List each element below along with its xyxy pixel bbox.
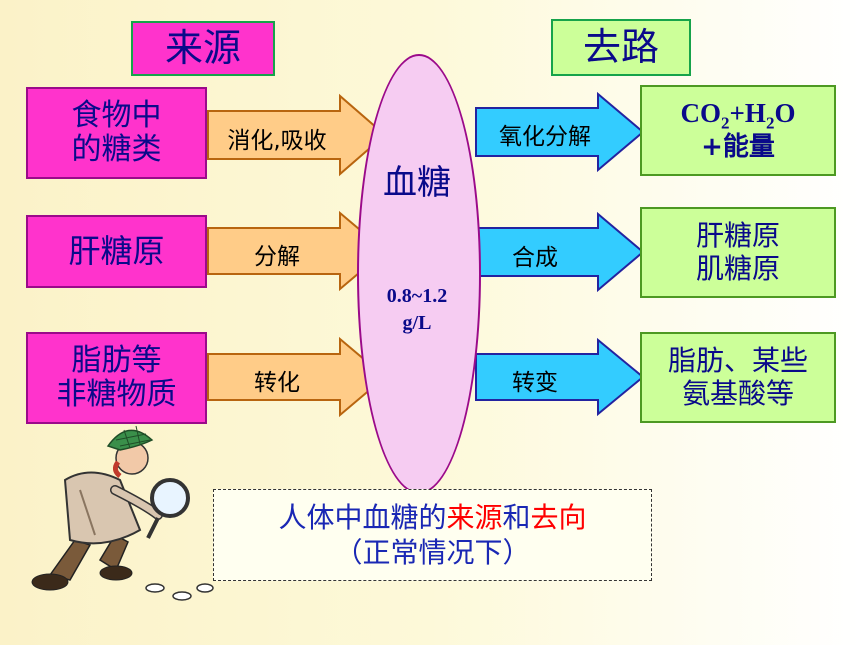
source-nonsugar-line1: 脂肪等 bbox=[71, 342, 162, 378]
destinations-header: 去路 bbox=[551, 19, 691, 76]
note-line2: （正常情况下） bbox=[334, 536, 531, 569]
dest-box-co2-water: CO2+H2O +能量 bbox=[640, 85, 836, 176]
blood-sugar-title: 血糖 bbox=[383, 163, 451, 203]
note-word-source: 来源 bbox=[446, 501, 503, 534]
arrow-left-3 bbox=[207, 336, 387, 418]
formula-plus-h: +H bbox=[729, 98, 766, 129]
source-box-non-sugar: 脂肪等 非糖物质 bbox=[26, 332, 207, 424]
source-box-food: 食物中 的糖类 bbox=[26, 87, 207, 179]
arrow-label-oxidation: 氧化分解 bbox=[499, 124, 591, 150]
arrow-right-1 bbox=[475, 91, 645, 173]
detective-illustration bbox=[31, 425, 214, 601]
formula-co: CO bbox=[680, 98, 722, 129]
sources-header: 来源 bbox=[131, 21, 275, 76]
source-food-line1: 食物中 bbox=[71, 97, 162, 133]
dest-muscle-glycogen: 肌糖原 bbox=[695, 251, 780, 285]
blood-sugar-range: 0.8~1.2 g/L bbox=[357, 283, 477, 337]
dest-box-fat-amino: 脂肪、某些 氨基酸等 bbox=[640, 332, 836, 423]
destinations-header-label: 去路 bbox=[582, 24, 659, 69]
arrow-label-decompose: 分解 bbox=[254, 244, 300, 270]
dest-fat-line: 脂肪、某些 bbox=[667, 344, 808, 378]
arrow-label-digest-absorb: 消化,吸收 bbox=[227, 128, 327, 154]
note-and: 和 bbox=[502, 501, 531, 534]
source-glycogen-line1: 肝糖原 bbox=[68, 232, 165, 271]
formula-o: O bbox=[774, 98, 796, 129]
source-box-liver-glycogen: 肝糖原 bbox=[26, 215, 207, 288]
arrow-label-transform: 转变 bbox=[512, 370, 558, 396]
blood-sugar-ellipse bbox=[357, 54, 481, 494]
formula-sub-2b: 2 bbox=[765, 113, 775, 133]
blood-sugar-value: 0.8~1.2 bbox=[386, 285, 448, 307]
dest-energy: +能量 bbox=[701, 132, 775, 163]
arrow-label-convert: 转化 bbox=[254, 370, 300, 396]
sources-header-label: 来源 bbox=[164, 25, 241, 70]
arrow-left-1 bbox=[207, 93, 387, 177]
note-box: 人体中血糖的来源和去向 （正常情况下） bbox=[213, 489, 652, 581]
dest-box-glycogen: 肝糖原 肌糖原 bbox=[640, 207, 836, 298]
note-word-destination: 去向 bbox=[530, 501, 587, 534]
blood-sugar-unit: g/L bbox=[402, 312, 432, 334]
note-line1: 人体中血糖的来源和去向 bbox=[278, 500, 586, 535]
arrow-label-synthesis: 合成 bbox=[512, 245, 558, 271]
source-nonsugar-line2: 非糖物质 bbox=[56, 377, 177, 412]
arrow-right-2 bbox=[475, 211, 645, 293]
note-prefix: 人体中血糖的 bbox=[278, 501, 447, 534]
formula-sub-2a: 2 bbox=[721, 113, 730, 133]
dest-liver-glycogen: 肝糖原 bbox=[695, 219, 780, 253]
dest-amino-line: 氨基酸等 bbox=[681, 376, 794, 410]
dest-co2-formula: CO2+H2O bbox=[681, 98, 796, 133]
arrow-right-3 bbox=[475, 337, 645, 417]
source-food-line2: 的糖类 bbox=[71, 132, 162, 167]
